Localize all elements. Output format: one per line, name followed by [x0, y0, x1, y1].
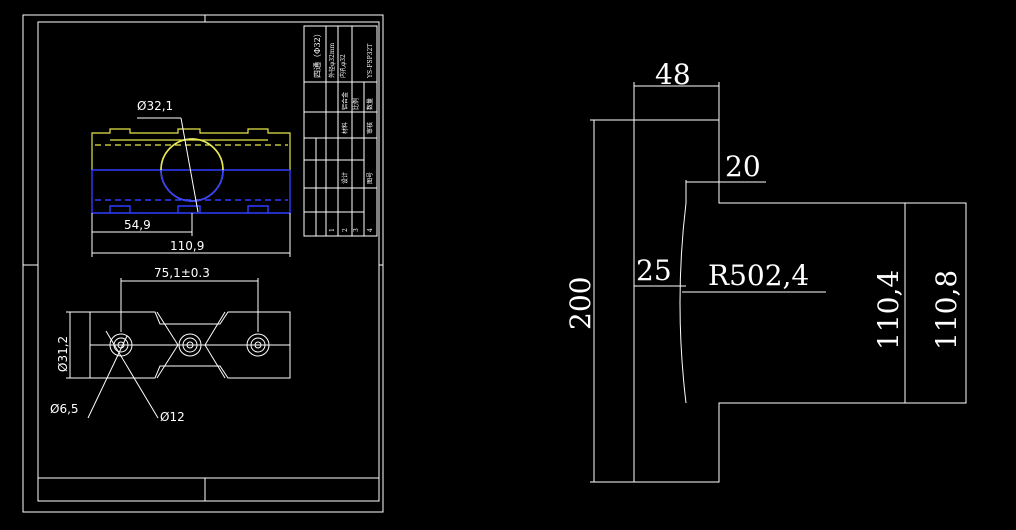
front-view-dims: Ø32,1 54,9 110,9	[91, 99, 291, 257]
dim-step: 20	[725, 150, 761, 183]
svg-text:铝合金: 铝合金	[341, 92, 349, 110]
profile-view: 48 20 25 R502,4 200 110,4 110,8	[564, 58, 967, 483]
part-front-view	[91, 117, 291, 214]
title-block-code: YS-FSP32T	[367, 44, 374, 79]
profile-arc	[679, 202, 687, 404]
dim-half-width: 54,9	[124, 218, 151, 232]
title-block-title: 四通（Φ32）	[312, 29, 322, 78]
dim-overall-width: 110,9	[170, 239, 204, 253]
svg-text:设计: 设计	[341, 172, 349, 184]
drawing-sheet	[22, 14, 384, 513]
svg-text:数量: 数量	[366, 98, 374, 110]
title-block: 四通（Φ32） 外径φ32mm 内孔φ32 YS-FSP32T 铝合金 比例 数…	[303, 25, 378, 237]
svg-text:图号: 图号	[367, 172, 374, 184]
dim-offset: 25	[636, 254, 672, 287]
title-block-note-2: 内孔φ32	[339, 54, 347, 78]
dim-overall-height: 200	[564, 277, 597, 330]
dim-bore-diameter: Ø32,1	[137, 99, 173, 113]
bore-leader-line	[180, 117, 199, 213]
sheet-outer-border	[22, 14, 384, 513]
svg-text:1: 1	[329, 228, 336, 232]
dim-small-hole: Ø6,5	[50, 402, 79, 416]
title-block-note-1: 外径φ32mm	[328, 42, 336, 78]
svg-text:材料: 材料	[341, 122, 349, 134]
profile-outline	[633, 119, 967, 483]
dim-height: Ø31,2	[56, 336, 70, 372]
dim-outer-height: 110,8	[930, 270, 963, 350]
hole-right	[246, 333, 270, 357]
sheet-inner-border	[37, 21, 380, 502]
svg-text:比例: 比例	[352, 98, 360, 110]
part-bottom-outline	[91, 170, 291, 214]
part-bottom-view: 75,1±0.3 Ø31,2 Ø6,5 Ø12	[50, 266, 291, 424]
svg-text:3: 3	[353, 228, 360, 232]
dim-large-hole: Ø12	[160, 410, 185, 424]
part-top-outline	[91, 128, 291, 170]
dim-inner-height: 110,4	[872, 270, 905, 350]
bottom-view-outline	[89, 311, 291, 379]
dim-hole-spacing: 75,1±0.3	[154, 266, 210, 280]
title-block-frame	[303, 25, 378, 237]
svg-text:4: 4	[367, 228, 374, 232]
svg-text:审核: 审核	[366, 122, 374, 134]
dim-top-width: 48	[655, 58, 691, 91]
hole-center	[178, 333, 202, 357]
dim-radius: R502,4	[708, 259, 809, 292]
svg-text:2: 2	[342, 228, 349, 232]
